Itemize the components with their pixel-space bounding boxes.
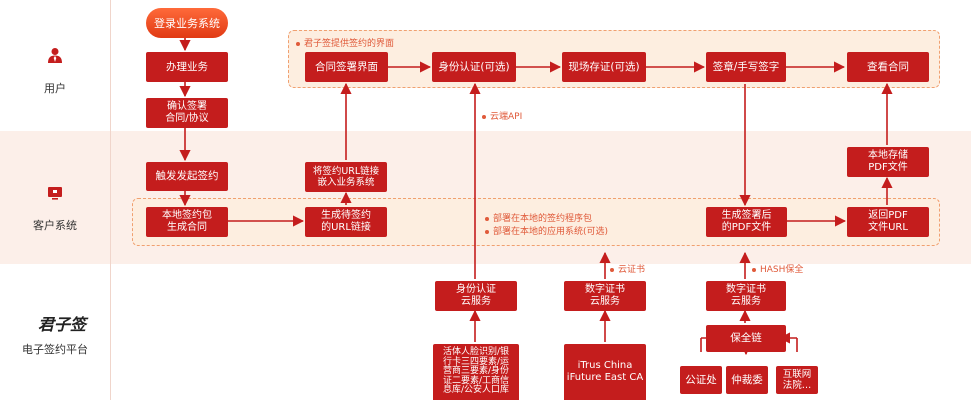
annotation-cloud-api: 云端API [482, 109, 522, 122]
group-note-sign-ui: 君子签提供签约的界面 [296, 36, 394, 49]
node-trigger: 触发发起签约 [146, 162, 228, 191]
node-court: 互联网 法院… [776, 366, 818, 394]
node-local-store: 本地存储 PDF文件 [847, 147, 929, 177]
lane-label-user: 用户 [44, 82, 66, 95]
node-login: 登录业务系统 [146, 8, 228, 38]
node-gen-url: 生成待签约 的URL链接 [305, 207, 387, 237]
node-sign: 签章/手写签字 [706, 52, 786, 82]
node-gen-signed-pdf: 生成签署后 的PDF文件 [706, 207, 787, 237]
monitor-icon [48, 187, 62, 200]
node-cert-cloud-2: 数字证书 云服务 [706, 281, 786, 311]
annotation-cloud-cert: 云证书 [610, 262, 645, 275]
lane-label-client: 客户系统 [33, 219, 77, 232]
node-id-verify: 身份认证(可选) [432, 52, 516, 82]
group-local-deploy [132, 198, 940, 246]
node-return-pdf: 返回PDF 文件URL [847, 207, 929, 237]
node-ca-list: iTrus China iFuture East CA [564, 344, 646, 400]
group-note-local-app: 部署在本地的应用系统(可选) [485, 224, 608, 237]
lane-label-column [0, 0, 111, 400]
node-view: 查看合同 [847, 52, 929, 82]
annotation-hash-save: HASH保全 [752, 262, 803, 275]
node-confirm: 确认签署 合同/协议 [146, 98, 228, 128]
node-arbitration: 仲裁委 [726, 366, 768, 394]
node-handle: 办理业务 [146, 52, 228, 82]
platform-logo: 君子签 [38, 315, 87, 334]
node-cert-cloud-1: 数字证书 云服务 [564, 281, 646, 311]
node-embed-url: 将签约URL链接 嵌入业务系统 [305, 162, 387, 192]
node-id-cloud: 身份认证 云服务 [435, 281, 517, 311]
node-chain: 保全链 [706, 325, 786, 352]
node-notary: 公证处 [680, 366, 722, 394]
lane-label-platform: 电子签约平台 [22, 343, 88, 356]
node-id-sources: 活体人脸识别/银 行卡三四要素/运 营商三要素/身份 证二要素/工商信 息库/公… [433, 344, 519, 400]
node-local-pkg: 本地签约包 生成合同 [146, 207, 228, 237]
node-onsite-evidence: 现场存证(可选) [562, 52, 646, 82]
user-icon [48, 48, 62, 63]
node-contract-ui: 合同签署界面 [305, 52, 388, 82]
group-note-local-pkg: 部署在本地的签约程序包 [485, 211, 592, 224]
